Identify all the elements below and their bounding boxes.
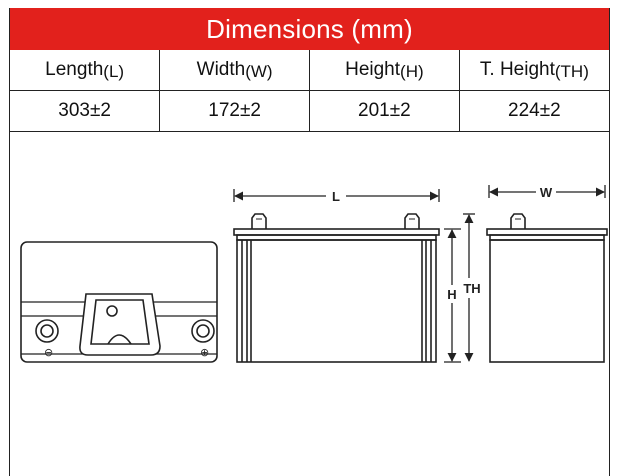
length-header: Length(L) — [10, 50, 161, 91]
dimensions-banner: Dimensions (mm) — [10, 8, 609, 50]
width-value: 172±2 — [159, 90, 310, 132]
dimension-lines — [233, 185, 606, 363]
total-height-value: 224±2 — [458, 90, 609, 132]
battery-side-view — [486, 213, 608, 363]
length-marker-label: L — [332, 189, 340, 204]
height-marker-label: H — [447, 287, 456, 302]
height-value: 201±2 — [309, 90, 460, 132]
negative-terminal-icon: ⊖ — [44, 346, 53, 359]
battery-front-view — [233, 213, 440, 363]
sheet-frame: Dimensions (mm) Length(L) Width(W) Heigh… — [9, 8, 610, 476]
table-header-row: Length(L) Width(W) Height(H) T. Height(T… — [10, 50, 609, 91]
dimension-table: Length(L) Width(W) Height(H) T. Height(T… — [10, 50, 609, 132]
positive-terminal-icon: ⊕ — [200, 346, 209, 359]
width-marker-label: W — [540, 185, 553, 200]
total-height-header: T. Height(TH) — [458, 50, 609, 91]
height-header: Height(H) — [309, 50, 460, 91]
table-value-row: 303±2 172±2 201±2 224±2 — [10, 90, 609, 132]
banner-title: Dimensions (mm) — [206, 13, 413, 44]
total-height-marker-label: TH — [463, 281, 480, 296]
length-value: 303±2 — [10, 90, 161, 132]
battery-top-view — [20, 241, 218, 363]
